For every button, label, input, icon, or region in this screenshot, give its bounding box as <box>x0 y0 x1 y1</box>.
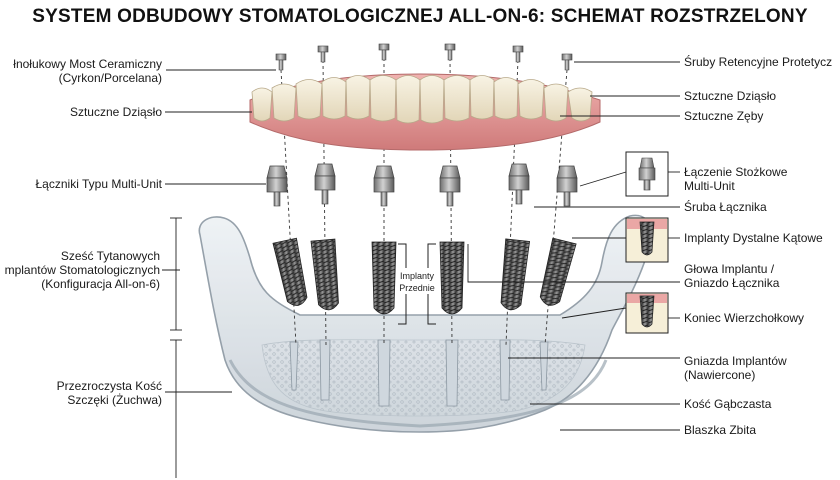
label-ceramic-bridge-line2: (Cyrkon/Porcelana) <box>58 71 162 85</box>
titanium-implants <box>272 237 577 315</box>
label-implant-head-line1: Głowa Implantu / <box>684 262 775 276</box>
implant-1-distal <box>272 237 308 306</box>
label-six-implants-line2: mplantów Stomatologicznych <box>4 263 160 277</box>
multi-unit-abutments <box>266 163 578 207</box>
label-ceramic-bridge-line1: łnołukowy Most Ceramiczny <box>13 57 162 71</box>
inset-distal <box>625 217 669 263</box>
label-retention-screws: Śruby Retencyjne Protetycz <box>684 55 832 69</box>
label-distal-implants: Implanty Dystalne Kątowe <box>684 231 823 245</box>
label-conical-connection-line1: Łączenie Stożkowe <box>684 165 788 179</box>
label-six-implants: Sześć Tytanowych mplantów Stomatologiczn… <box>5 249 160 291</box>
label-artificial-gum-left-line1: Sztuczne Dziąsło <box>69 105 162 119</box>
label-abutment-screw: Śruba Łącznika <box>684 200 767 214</box>
label-six-implants-line3: (Konfiguracja All-on-6) <box>41 277 160 291</box>
implant-3-anterior <box>371 241 397 315</box>
label-implant-sockets: Gniazda Implantów (Nawiercone) <box>684 354 787 382</box>
inset-conical <box>625 151 669 197</box>
label-retention-screws-line1: Śruby Retencyjne Protetycz <box>684 55 833 69</box>
label-six-implants-line1: Sześć Tytanowych <box>60 249 160 263</box>
label-transparent-bone: Przezroczysta Kość Szczęki (Żuchwa) <box>57 379 162 407</box>
abutment-6 <box>556 165 578 207</box>
diagram-title: SYSTEM ODBUDOWY STOMATOLOGICZNEJ ALL-ON-… <box>32 6 808 27</box>
label-cortical-plate: Blaszka Zbita <box>684 423 756 437</box>
implant-5 <box>500 238 531 311</box>
label-transparent-bone-line1: Przezroczysta Kość <box>56 379 162 393</box>
label-implant-sockets-line2: (Nawiercone) <box>684 368 756 382</box>
label-artificial-gum-left: Sztuczne Dziąsło <box>70 105 162 119</box>
ceramic-bridge <box>249 73 601 151</box>
anterior-label-line1: Implanty <box>400 271 435 281</box>
label-conical-connection-line2: Multi-Unit <box>684 179 735 193</box>
label-abutment-screw-line1: Śruba Łącznika <box>684 200 767 214</box>
label-implant-head-line2: Gniazdo Łącznika <box>684 276 780 290</box>
label-apex: Koniec Wierzchołkowy <box>684 311 804 325</box>
prosthetic-screw-3 <box>378 43 390 61</box>
implant-4-anterior <box>439 241 465 315</box>
label-artificial-teeth: Sztuczne Zęby <box>684 109 763 123</box>
label-implant-sockets-line1: Gniazda Implantów <box>684 354 787 368</box>
cancellous-bone <box>261 339 586 417</box>
cortical-plate <box>228 359 608 428</box>
prosthetic-screw-6 <box>561 53 573 71</box>
implant-6-distal <box>539 237 577 306</box>
socket-2 <box>319 339 331 401</box>
prosthetic-screw-5 <box>512 45 524 63</box>
anterior-label-line2: Przednie <box>399 283 435 293</box>
anterior-label-bg <box>401 268 433 294</box>
abutment-5 <box>508 163 530 205</box>
abutment-2 <box>314 163 336 205</box>
label-cancellous-bone-line1: Kość Gąbczasta <box>684 397 772 411</box>
label-ceramic-bridge: łnołukowy Most Ceramiczny (Cyrkon/Porcel… <box>13 57 162 85</box>
label-artificial-gum-right-line1: Sztuczne Dziąsło <box>684 89 777 103</box>
artificial-teeth <box>251 75 593 124</box>
implant-sockets <box>289 339 549 407</box>
prosthetic-screws <box>275 43 573 71</box>
prosthetic-screw-1 <box>275 53 287 71</box>
label-multi-unit-abutments-line1: Łączniki Typu Multi-Unit <box>35 177 163 191</box>
label-multi-unit-abutments: Łączniki Typu Multi-Unit <box>36 177 163 191</box>
label-distal-implants-line1: Implanty Dystalne Kątowe <box>684 231 823 245</box>
leader-lines <box>162 61 680 478</box>
abutment-4 <box>439 165 461 207</box>
label-cancellous-bone: Kość Gąbczasta <box>684 397 771 411</box>
abutment-1 <box>266 165 288 207</box>
label-artificial-gum-right: Sztuczne Dziąsło <box>684 89 776 103</box>
mandible-bone <box>198 214 653 433</box>
label-implant-head: Głowa Implantu / Gniazdo Łącznika <box>684 262 779 290</box>
implant-2 <box>310 238 339 311</box>
label-cortical-plate-line1: Blaszka Zbita <box>684 423 757 437</box>
label-artificial-teeth-line1: Sztuczne Zęby <box>684 109 764 123</box>
socket-4 <box>445 339 459 407</box>
label-transparent-bone-line2: Szczęki (Żuchwa) <box>67 393 162 407</box>
inset-apex <box>625 292 669 334</box>
prosthetic-screw-2 <box>317 45 329 63</box>
socket-3 <box>377 339 391 407</box>
label-conical-connection: Łączenie Stożkowe Multi-Unit <box>684 165 787 193</box>
abutment-3 <box>373 165 395 207</box>
prosthetic-screw-4 <box>444 43 456 61</box>
socket-5 <box>499 339 511 401</box>
socket-1 <box>289 341 299 391</box>
label-apex-line1: Koniec Wierzchołkowy <box>684 311 805 325</box>
